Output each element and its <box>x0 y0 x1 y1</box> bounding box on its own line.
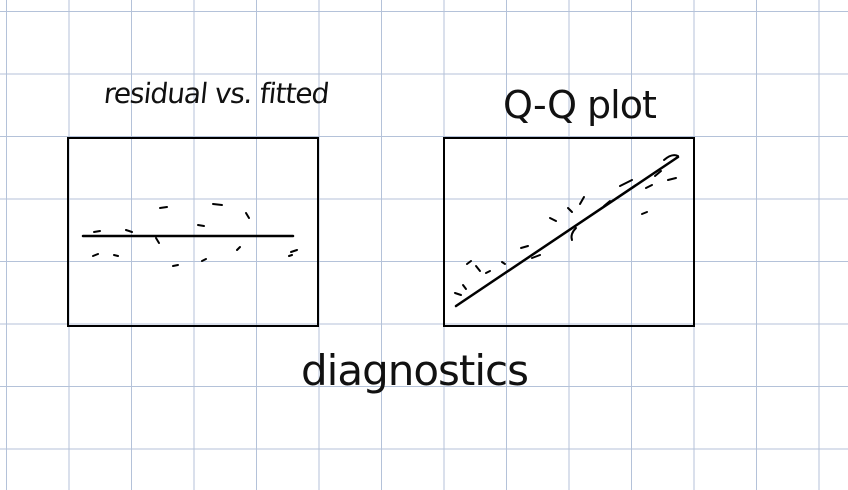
residual-vs-fitted-label: residual vs. fitted <box>102 77 331 110</box>
diagnostics-caption: diagnostics <box>301 346 529 395</box>
qq-plot-label: Q-Q plot <box>503 83 657 127</box>
qq-plot-frame <box>443 137 695 327</box>
residual-plot-frame <box>67 137 319 327</box>
